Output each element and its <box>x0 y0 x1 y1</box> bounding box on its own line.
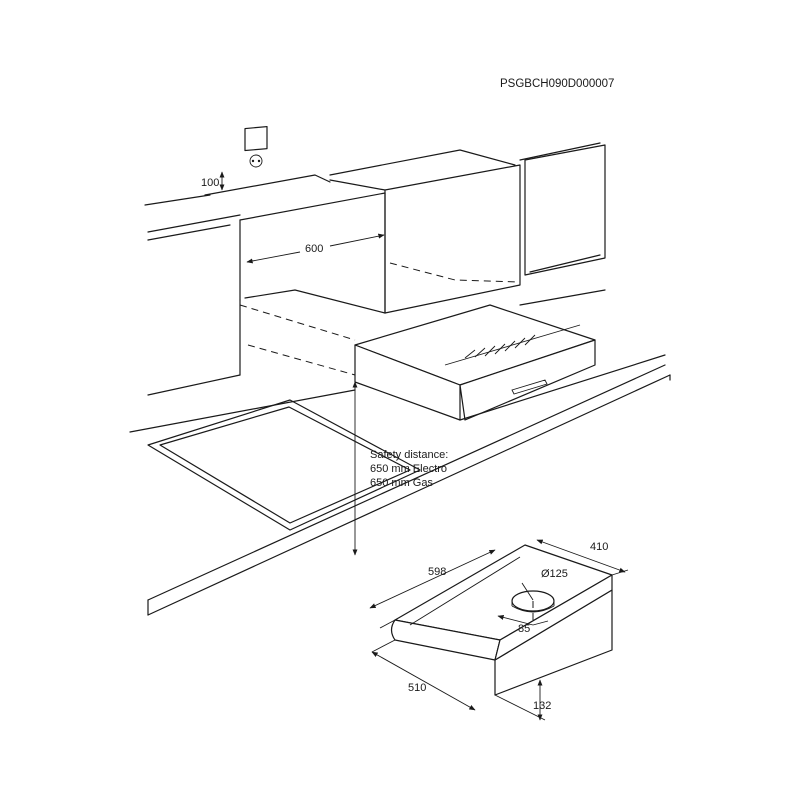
hood-dimension-drawing: Ø125 85 598 410 510 132 <box>369 539 629 721</box>
cabinet-guide-lines <box>239 300 356 376</box>
cabinet-width-label: 600 <box>305 243 323 255</box>
safety-distance-line-1: Safety distance: <box>370 449 448 461</box>
hood-depth-label: 410 <box>590 541 608 553</box>
hood-front-depth-label: 510 <box>408 682 426 694</box>
worktop-and-hob <box>129 354 671 616</box>
hood-height-label: 132 <box>533 700 551 712</box>
hood-width-label: 598 <box>428 566 446 578</box>
power-socket-icon <box>244 126 268 168</box>
duct-diameter-label: Ø125 <box>541 568 568 580</box>
socket-offset-label: 100 <box>201 177 219 189</box>
wall-and-cabinets <box>144 142 606 396</box>
duct-offset-label: 85 <box>518 623 530 635</box>
mounted-hood <box>354 304 596 421</box>
socket-offset-dimension: 100 <box>201 171 225 191</box>
cabinet-width-dimension: 600 <box>246 233 385 264</box>
drawing-code: PSGBCH090D000007 <box>500 78 614 90</box>
